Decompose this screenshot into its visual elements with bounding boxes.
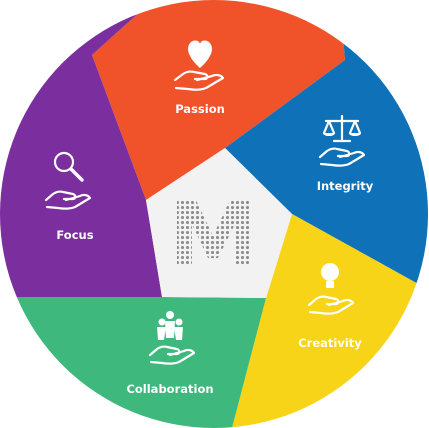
creativity-label: Creativity <box>298 336 362 350</box>
segment-collaboration <box>0 297 266 428</box>
integrity-label: Integrity <box>317 179 374 193</box>
collaboration-label: Collaboration <box>126 382 213 396</box>
heart-in-hand-icon <box>173 40 225 91</box>
segment-passion <box>92 0 345 200</box>
lightbulb-in-hand-icon <box>307 263 355 315</box>
passion-label: Passion <box>175 102 225 116</box>
people-in-hand-icon <box>148 311 196 365</box>
m-logo-icon <box>177 200 250 266</box>
magnifier-in-hand-icon <box>44 151 92 210</box>
focus-label: Focus <box>56 228 93 242</box>
scales-in-hand-icon <box>318 114 366 167</box>
